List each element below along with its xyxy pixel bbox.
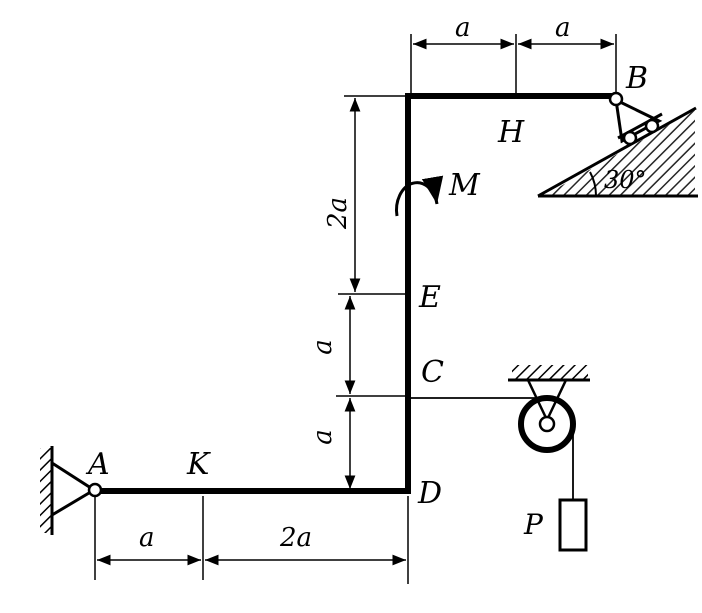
- dimension-arrows: [97, 38, 614, 566]
- support-A: [40, 446, 103, 535]
- extension-lines: [94, 34, 617, 584]
- label-K: K: [186, 447, 211, 482]
- pulley-system: [411, 365, 590, 552]
- support-B: [537, 91, 698, 198]
- pulley-axle: [538, 415, 556, 433]
- dim-label-left-middle: a: [308, 339, 338, 355]
- angle-arc: [589, 171, 598, 197]
- point-labels: A K D C E H B: [85, 61, 648, 511]
- label-P: P: [523, 508, 544, 541]
- ceiling-hatch: [512, 365, 588, 379]
- pin-A: [87, 482, 103, 498]
- pin-B: [608, 91, 624, 107]
- incline-surface: [537, 106, 697, 198]
- frame: [95, 93, 616, 494]
- label-D: D: [417, 476, 442, 511]
- dim-label-left-lower: a: [308, 429, 338, 445]
- wall-hatch-A: [40, 448, 52, 533]
- label-B: B: [625, 61, 648, 96]
- support-triangle-A: [50, 460, 97, 518]
- moment-M: [395, 175, 444, 217]
- roller-wheel-1: [622, 130, 638, 146]
- label-C: C: [421, 355, 444, 390]
- dim-label-bottom-right: 2a: [279, 523, 312, 553]
- dim-label-top-right: a: [555, 13, 571, 43]
- label-E: E: [418, 280, 441, 315]
- load-block-P: [558, 498, 588, 552]
- incline-hatch: [545, 110, 695, 195]
- roller-wheel-2: [644, 118, 660, 134]
- label-A: A: [85, 447, 110, 482]
- label-M: M: [448, 168, 481, 203]
- dim-label-top-left: a: [455, 13, 471, 43]
- label-H: H: [497, 115, 525, 150]
- label-angle: 30°: [604, 166, 647, 194]
- moment-arrow-arc: [395, 175, 444, 217]
- dim-label-bottom-left: a: [139, 523, 155, 553]
- roller-body-B: [614, 97, 663, 144]
- dim-label-left-upper: 2a: [323, 197, 353, 230]
- dimension-labels: a a 2a a a a 2a: [139, 13, 571, 553]
